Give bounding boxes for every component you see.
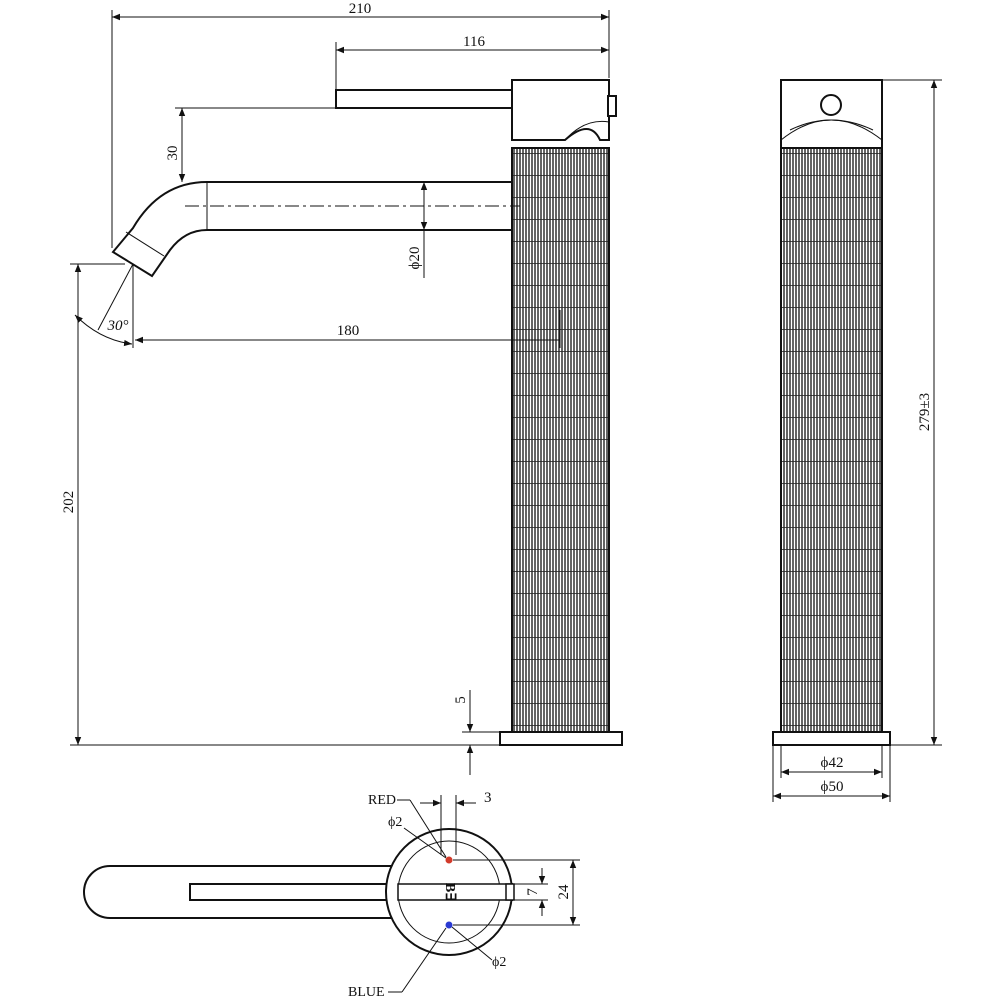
dim-base-diameter: ϕ50 <box>821 779 844 795</box>
front-base-plate <box>772 731 891 746</box>
dim-body-diameter: ϕ42 <box>821 755 844 771</box>
dim-spout-angle: 30° <box>107 318 129 334</box>
front-fluted-body <box>780 147 883 733</box>
cartridge-mark: B∃ <box>442 883 457 901</box>
dim-total-width: 210 <box>349 1 372 17</box>
dim-total-height: 279±3 <box>917 393 933 431</box>
dim-hole-blue: ϕ2 <box>492 955 506 970</box>
blue-marker <box>445 921 453 929</box>
dim-spout-height: 202 <box>61 491 77 514</box>
dim-spout-to-lever: 116 <box>463 34 485 50</box>
fluted-body <box>511 147 610 733</box>
lever-handle <box>511 79 610 141</box>
spout <box>111 181 513 278</box>
dim-offset: 3 <box>484 790 492 806</box>
label-red: RED <box>368 793 396 808</box>
dim-reach: 180 <box>337 323 360 339</box>
label-blue: BLUE <box>348 985 385 1000</box>
red-marker <box>445 856 453 864</box>
lever-rod <box>335 89 513 109</box>
front-handle-hole <box>820 94 842 116</box>
dim-spout-diameter: ϕ20 <box>407 247 423 270</box>
dim-cartridge: 7 <box>525 888 541 896</box>
top-view: B∃ RED ϕ2 3 BLUE ϕ2 7 24 <box>83 790 580 1000</box>
dim-base-plate: 5 <box>453 696 469 704</box>
front-view: 279±3 ϕ42 ϕ50 <box>772 79 942 802</box>
dim-lever-height: 30 <box>165 146 181 161</box>
dim-hole-red: ϕ2 <box>388 815 402 830</box>
dim-marker-spacing: 24 <box>556 884 572 900</box>
side-view: 210 116 30 ϕ20 180 30° 202 5 <box>61 1 623 775</box>
base-plate <box>499 731 623 746</box>
